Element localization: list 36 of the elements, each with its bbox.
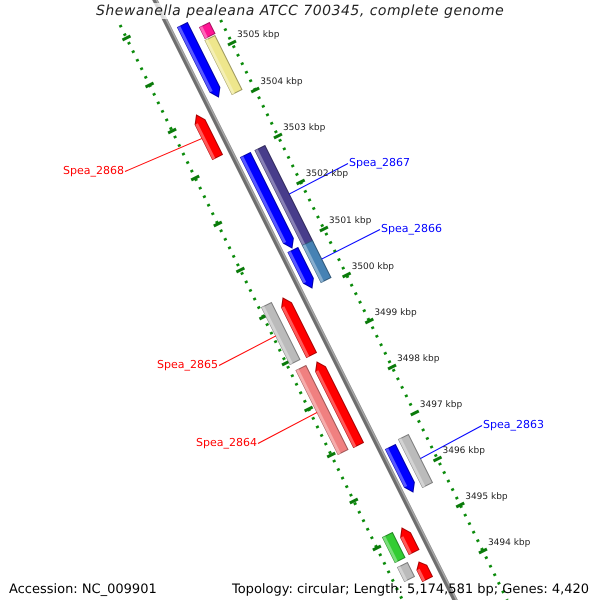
gene-label: Spea_2863 [483,419,544,430]
gene-block [287,246,314,289]
gene-block [194,114,224,160]
scale-label: 3498 kbp [397,355,440,364]
leader-line [258,412,318,444]
gene-label: Spea_2866 [381,223,442,234]
gene-block [396,562,416,582]
gene-block [295,364,349,456]
scale-label: 3495 kbp [465,493,508,502]
gene-label: Spea_2868 [63,165,124,176]
scale-label: 3499 kbp [374,309,417,318]
gene-block [400,527,420,556]
gene-label: Spea_2867 [349,157,410,168]
scale-label: 3503 kbp [282,124,326,133]
scale-label: 3505 kbp [237,31,280,40]
leader-line [420,425,482,460]
scale-label: 3504 kbp [260,78,303,87]
scale-label: 3496 kbp [442,447,485,456]
scale-label: 3502 kbp [306,170,348,179]
gene-label: Spea_2865 [157,359,218,370]
gene-block [416,561,434,582]
leader-line [288,163,348,195]
gene-label: Spea_2864 [196,437,257,448]
gene-block [260,302,301,366]
leader-line [218,335,276,366]
scale-label: 3494 kbp [488,539,530,548]
leader-line [124,138,203,172]
gene-block [198,22,216,40]
gene-block [240,152,294,249]
gene-block [382,532,406,564]
footer-text: Accession: NC_009901 [9,583,157,596]
scale-label: 3501 kbp [328,217,372,226]
leader-line [321,229,380,260]
scale-label: 3500 kbp [352,263,394,272]
gene-block [384,444,415,493]
scale-label: 3497 kbp [420,401,462,410]
